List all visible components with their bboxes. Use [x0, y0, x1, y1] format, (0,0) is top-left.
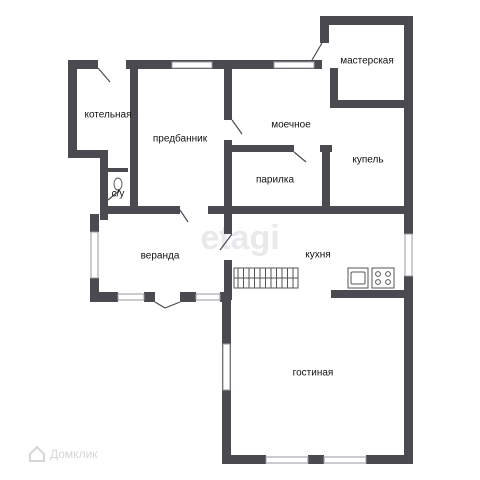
brand-logo: Домклик	[29, 445, 98, 462]
wall	[330, 100, 408, 108]
window	[404, 233, 413, 277]
wall	[322, 145, 330, 210]
wall	[224, 260, 232, 300]
wall	[320, 16, 413, 25]
wall	[90, 214, 99, 232]
wall	[144, 292, 155, 302]
wall	[90, 292, 118, 302]
room-labels: мастерская котельная предбанник моечное …	[84, 56, 393, 379]
room-label-predbannik: предбанник	[153, 133, 208, 145]
room-label-gostinaya: гостиная	[293, 368, 334, 379]
door-swing	[154, 301, 166, 309]
wall	[208, 206, 408, 214]
watermark-text: etagi	[200, 219, 279, 257]
wall	[224, 140, 232, 210]
door-swing	[97, 67, 111, 83]
room-label-kupel: купель	[352, 155, 383, 166]
wall	[68, 150, 108, 158]
window	[195, 293, 221, 301]
door-swing	[311, 42, 323, 61]
wall	[330, 68, 338, 108]
door-swing	[164, 301, 181, 309]
walls	[68, 16, 413, 464]
window	[222, 343, 231, 391]
wall	[90, 278, 99, 302]
wall	[366, 455, 413, 464]
room-label-kuhnya: кухня	[305, 250, 330, 261]
domclick-logo-icon	[29, 445, 45, 462]
wall	[100, 206, 180, 214]
room-label-kotelnaya: котельная	[84, 110, 131, 121]
fixtures	[113, 177, 395, 289]
wall	[106, 168, 128, 172]
wall	[224, 214, 232, 234]
stairs-icon	[233, 267, 299, 289]
window	[90, 231, 99, 279]
wall	[404, 224, 413, 234]
room-label-su: с/у	[112, 189, 125, 200]
window	[265, 456, 309, 464]
door-swing	[293, 151, 307, 163]
wall	[100, 150, 108, 220]
brand-name: Домклик	[50, 447, 98, 461]
wall	[320, 16, 329, 43]
door-swing	[179, 209, 189, 223]
wall	[130, 60, 138, 210]
sink-icon	[347, 267, 369, 289]
window	[117, 293, 145, 301]
doors	[97, 42, 323, 309]
wall	[404, 16, 413, 224]
wall	[232, 145, 294, 152]
wall	[404, 276, 413, 292]
wall	[68, 60, 98, 69]
toilet-icon	[113, 177, 123, 191]
wall	[224, 60, 232, 120]
wall	[180, 292, 196, 302]
window	[323, 456, 367, 464]
wall	[308, 455, 324, 464]
room-label-parilka: парилка	[256, 175, 295, 186]
room-label-veranda: веранда	[141, 251, 180, 262]
wall	[331, 290, 413, 298]
door-swing	[231, 119, 243, 135]
door-swing	[107, 189, 121, 201]
window	[171, 61, 213, 69]
stove-icon	[371, 267, 395, 289]
room-label-masterskaya: мастерская	[340, 56, 394, 67]
wall	[68, 60, 77, 158]
room-label-moechnoe: моечное	[271, 120, 311, 131]
window	[273, 61, 315, 69]
wall	[404, 290, 413, 464]
wall	[222, 455, 266, 464]
windows	[90, 61, 413, 464]
door-swing	[219, 233, 233, 251]
